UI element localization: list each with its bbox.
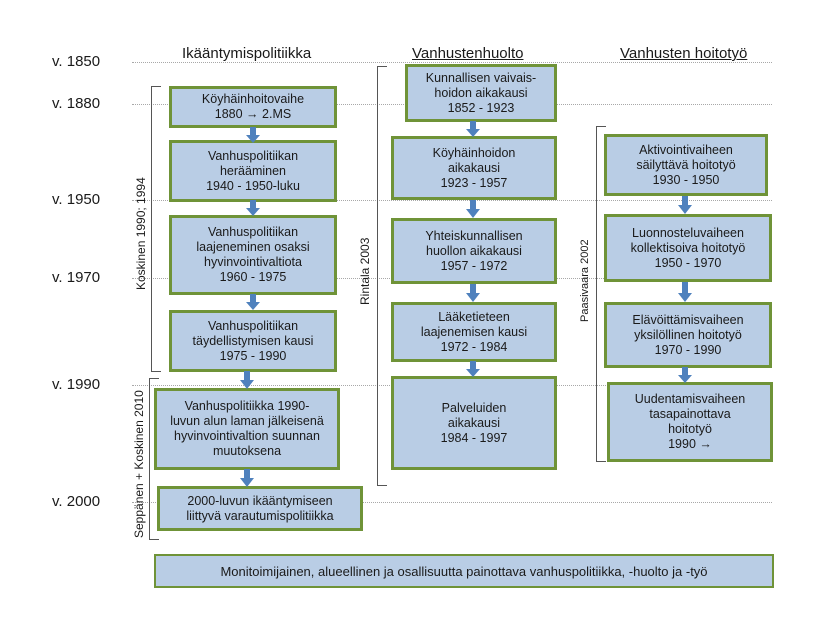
box-laaketieteen-laajeneminen: Lääketieteen laajenemisen kausi 1972 - 1… (391, 302, 557, 362)
arrow-down-icon (678, 282, 692, 302)
bracket-label-koskinen: Koskinen 1990; 1994 (134, 177, 148, 290)
arrow-down-icon (246, 200, 260, 218)
arrow-down-icon (466, 121, 480, 139)
arrow-down-icon (678, 196, 692, 214)
arrow-down-icon (466, 361, 480, 379)
arrow-down-icon (466, 200, 480, 218)
box-elavoittamisvaihe: Elävöittämisvaiheen yksilöllinen hoitoty… (604, 302, 772, 368)
bracket-paasivaara (596, 126, 606, 462)
year-label-2000: v. 2000 (52, 493, 101, 510)
year-label-1990: v. 1990 (52, 376, 101, 393)
arrow-down-icon (240, 371, 254, 389)
bracket-koskinen (151, 86, 161, 372)
arrow-down-icon (466, 284, 480, 302)
bracket-seppanen (149, 378, 159, 540)
bracket-rintala (377, 66, 387, 486)
bracket-label-seppanen: Seppänen + Koskinen 2010 (132, 390, 146, 538)
box-koyhainhoidon-aikakausi: Köyhäinhoidon aikakausi 1923 - 1957 (391, 136, 557, 200)
footer-box: Monitoimijainen, alueellinen ja osallisu… (154, 554, 774, 588)
arrow-down-icon (240, 469, 254, 487)
box-palveluiden-aikakausi: Palveluiden aikakausi 1984 - 1997 (391, 376, 557, 470)
year-label-1850: v. 1850 (52, 53, 101, 70)
box-varautumispolitiikka: 2000-luvun ikääntymiseen liittyvä varaut… (157, 486, 363, 531)
year-label-1950: v. 1950 (52, 191, 101, 208)
year-label-1970: v. 1970 (52, 269, 101, 286)
box-koyhainhoitovaihe: Köyhäinhoitovaihe 1880 → 2.MS (169, 86, 337, 128)
box-aktivointivaihe: Aktivointivaiheen säilyttävä hoitotyö 19… (604, 134, 768, 196)
bracket-label-rintala: Rintala 2003 (358, 237, 372, 305)
box-vanhuspolitiikan-taydellistyminen: Vanhuspolitiikan täydellistymisen kausi … (169, 310, 337, 372)
box-vanhuspolitiikan-laajeneminen: Vanhuspolitiikan laajeneminen osaksi hyv… (169, 215, 337, 295)
arrow-down-icon (246, 294, 260, 312)
bracket-label-paasivaara: Paasivaara 2002 (579, 239, 591, 322)
box-vanhuspolitiikan-heraaminen: Vanhuspolitiikan herääminen 1940 - 1950-… (169, 140, 337, 202)
box-kunnallinen-vaivaishoito: Kunnallisen vaivais- hoidon aikakausi 18… (405, 64, 557, 122)
year-label-1880: v. 1880 (52, 95, 101, 112)
box-vanhuspolitiikka-1990: Vanhuspolitiikka 1990- luvun alun laman … (154, 388, 340, 470)
column-title-vanhustenhuolto: Vanhustenhuolto (412, 45, 524, 62)
box-yhteiskunnallinen-huolto: Yhteiskunnallisen huollon aikakausi 1957… (391, 218, 557, 284)
column-title-ikaantymispolitiikka: Ikääntymispolitiikka (182, 45, 312, 62)
column-title-vanhusten-hoitotyo: Vanhusten hoitotyö (620, 45, 748, 62)
box-uudentamisvaihe: Uudentamisvaiheen tasapainottava hoitoty… (607, 382, 773, 462)
box-luonnosteluvaihe: Luonnosteluvaiheen kollektisoiva hoitoty… (604, 214, 772, 282)
arrow-down-icon (246, 127, 260, 145)
arrow-down-icon (678, 367, 692, 385)
